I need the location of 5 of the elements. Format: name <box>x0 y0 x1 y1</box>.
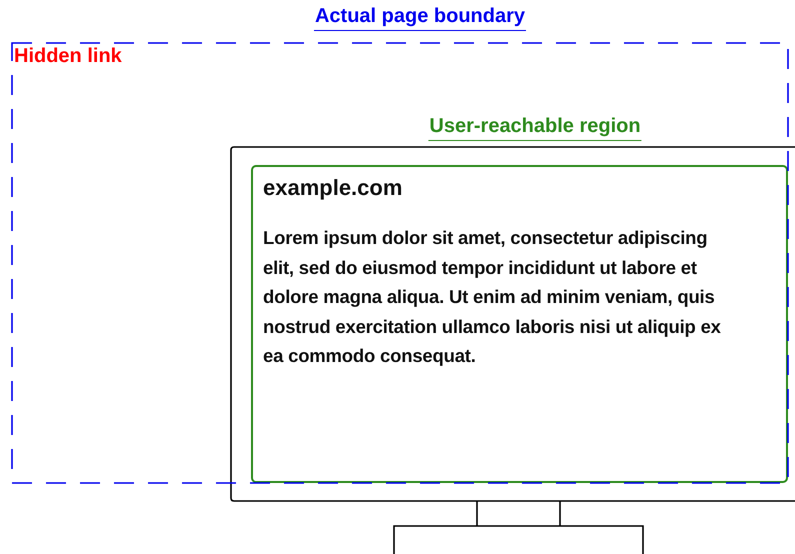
hidden-link: Hidden link <box>14 45 122 68</box>
region-heading: Actual page boundary <box>314 5 526 31</box>
body-paragraph: Lorem ipsum dolor sit amet, consectetur adipiscing elit, sed do eiusmod tempor incididunt ut labore et dolore magna aliqua. Ut enim ad minim veniam, quis nostrud exercitation ullamco laboris nisi ut aliquip ex ea commodo consequat. <box>263 226 722 368</box>
region-heading: User-reachable region <box>428 115 642 141</box>
site-address: example.com <box>263 175 402 201</box>
